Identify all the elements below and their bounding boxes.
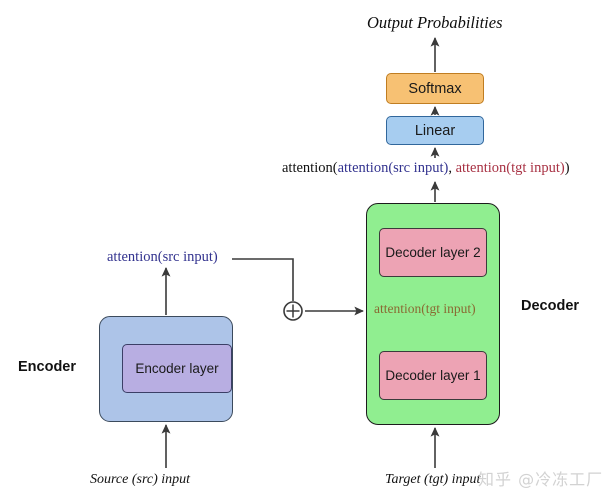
target-input-label: Target (tgt) input bbox=[385, 472, 481, 487]
output-probabilities-label: Output Probabilities bbox=[367, 13, 503, 32]
decoder-layer-2-box[interactable]: Decoder layer 2 bbox=[379, 228, 487, 277]
attention-tgt-input-label: attention(tgt input) bbox=[374, 301, 476, 316]
formula-src-part: attention(src input) bbox=[337, 160, 449, 176]
linear-box[interactable]: Linear bbox=[386, 116, 484, 145]
add-operator-circle bbox=[283, 301, 303, 321]
formula-separator: , bbox=[448, 160, 456, 176]
formula-tgt-part: attention(tgt input) bbox=[455, 160, 565, 176]
formula-suffix: ) bbox=[564, 160, 570, 176]
attention-formula: attention(attention(src input), attentio… bbox=[282, 160, 570, 177]
source-input-label: Source (src) input bbox=[90, 472, 191, 487]
attention-src-input-label: attention(src input) bbox=[107, 249, 218, 265]
decoder-layer-1-box[interactable]: Decoder layer 1 bbox=[379, 351, 487, 400]
encoder-title-label: Encoder bbox=[18, 359, 77, 375]
softmax-box[interactable]: Softmax bbox=[386, 73, 484, 104]
encoder-layer-box[interactable]: Encoder layer bbox=[122, 344, 232, 393]
wire-attn-src-to-add bbox=[232, 258, 294, 301]
formula-prefix: attention( bbox=[282, 160, 338, 176]
decoder-title-label: Decoder bbox=[521, 298, 580, 314]
watermark-label: 知乎 @冷冻工厂 bbox=[478, 470, 604, 489]
